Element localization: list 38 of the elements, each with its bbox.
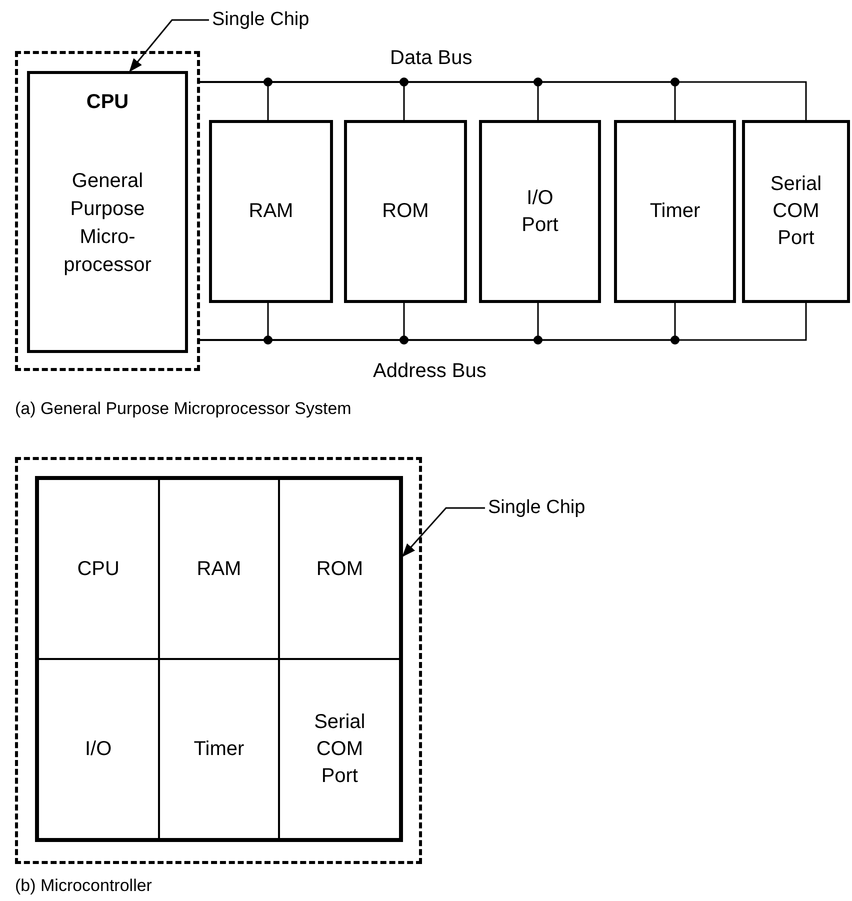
- component-box: [742, 120, 850, 303]
- bus-line: [200, 81, 807, 120]
- bus-label: Data Bus: [390, 46, 472, 71]
- chip-outline: [15, 457, 422, 864]
- block-label: Timer: [648, 199, 702, 224]
- block-label: Serial COM Port: [313, 710, 366, 788]
- block-title: CPU: [86, 90, 129, 115]
- block-label: RAM: [248, 199, 294, 224]
- block-label: Serial COM Port: [769, 172, 823, 251]
- component-box: [479, 120, 601, 303]
- component-box: [614, 120, 736, 303]
- leader-line: [129, 19, 209, 72]
- component-box: [344, 120, 467, 303]
- figure-caption: (b) Microcontroller: [15, 875, 152, 897]
- grid-cell: [279, 479, 400, 659]
- grid-cell: [38, 659, 159, 839]
- grid-cell: [38, 479, 159, 659]
- grid-cell: [158, 479, 280, 659]
- block-label: CPU: [76, 556, 120, 582]
- block-label: I/O Port: [520, 186, 560, 238]
- figure-caption: (a) General Purpose Microprocessor System: [15, 398, 352, 420]
- component-box: [209, 120, 333, 303]
- bus-line: [200, 303, 807, 341]
- block-label: ROM: [315, 556, 364, 582]
- leader-line: [402, 507, 485, 557]
- microcontroller-box: [35, 476, 403, 842]
- grid-cell: [279, 659, 400, 839]
- grid-cell: [158, 659, 280, 839]
- block-label: I/O: [84, 736, 113, 762]
- block-label: Timer: [192, 736, 246, 762]
- block-text: General Purpose Micro-processor: [62, 169, 152, 278]
- chip-outline: [15, 51, 200, 371]
- callout-text: Single Chip: [212, 8, 310, 32]
- block-label: RAM: [196, 556, 242, 582]
- bus-label: Address Bus: [373, 359, 486, 384]
- cpu-box: [27, 71, 188, 353]
- block-label: ROM: [381, 199, 430, 224]
- callout-text: Single Chip: [488, 496, 586, 520]
